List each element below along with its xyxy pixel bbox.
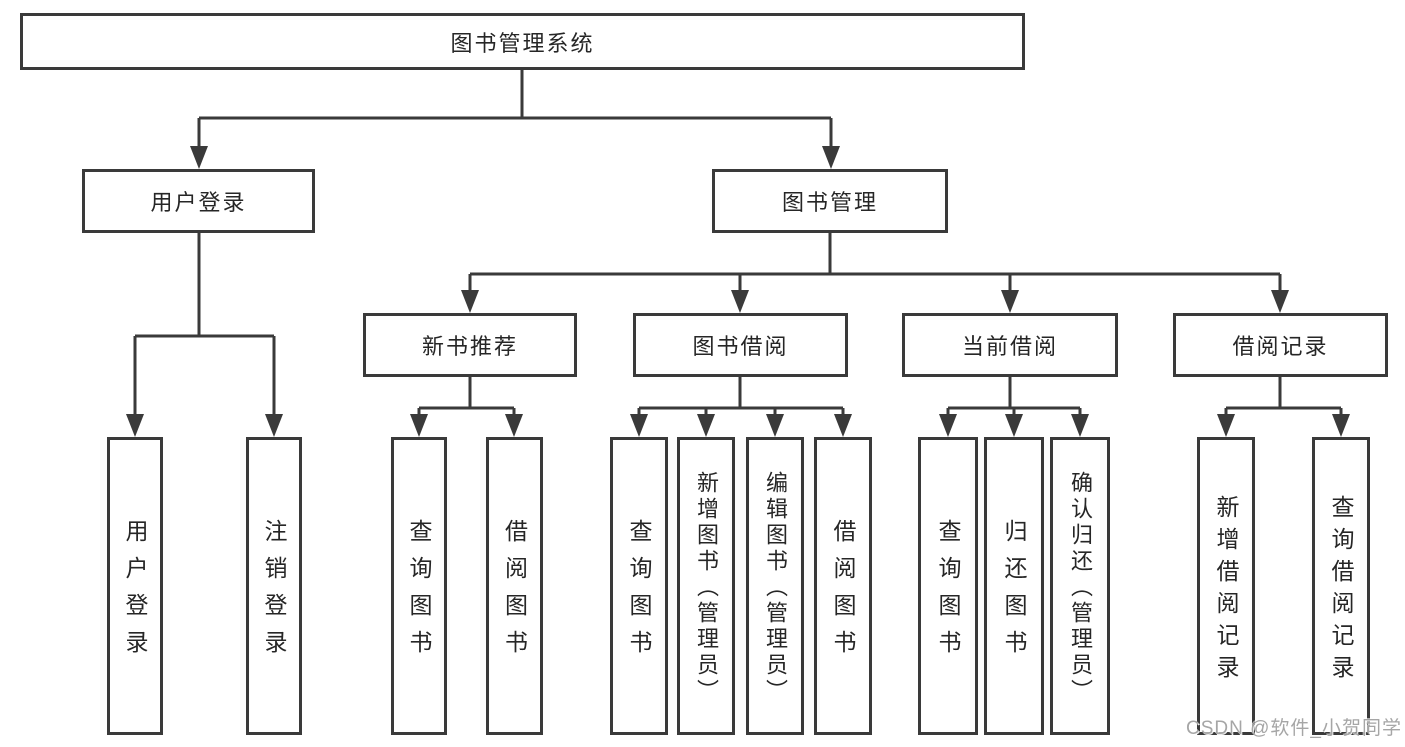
node-user-login: 用户登录: [82, 169, 315, 233]
leaf-borrow-books-recommend: 借阅图书: [486, 437, 543, 735]
leaf-logout: 注销登录: [246, 437, 302, 735]
leaf-add-borrow-record: 新增借阅记录: [1197, 437, 1255, 735]
watermark: CSDN @软件_小贺同学: [1186, 718, 1402, 739]
leaf-query-books-borrowing-label: 查询图书: [626, 519, 652, 667]
leaf-edit-books-admin: 编辑图书（管理员）: [746, 437, 804, 735]
leaf-logout-label: 注销登录: [261, 519, 287, 667]
node-user-login-label: 用户登录: [150, 190, 247, 215]
leaf-user-login-label: 用户登录: [122, 519, 148, 667]
leaf-borrow-books: 借阅图书: [814, 437, 872, 735]
connector-lines: [133, 70, 1343, 416]
node-book-borrowing-label: 图书借阅: [692, 334, 789, 359]
node-book-management-label: 图书管理: [781, 190, 878, 215]
root-node: 图书管理系统: [20, 13, 1025, 70]
leaf-add-books-admin: 新增图书（管理员）: [677, 437, 735, 735]
leaf-return-books-label: 归还图书: [1001, 519, 1027, 667]
leaf-query-books-recommend: 查询图书: [391, 437, 447, 735]
node-current-borrowing-label: 当前借阅: [961, 334, 1058, 359]
leaf-add-borrow-record-label: 新增借阅记录: [1213, 494, 1239, 687]
node-book-management: 图书管理: [712, 169, 948, 233]
leaf-confirm-return-admin: 确认归还（管理员）: [1050, 437, 1110, 735]
leaf-query-books-borrowing: 查询图书: [610, 437, 668, 735]
leaf-query-borrow-record: 查询借阅记录: [1312, 437, 1370, 735]
arrowheads: [126, 146, 1350, 437]
leaf-confirm-return-admin-label: 确认归还（管理员）: [1068, 471, 1093, 705]
leaf-user-login: 用户登录: [107, 437, 163, 735]
node-new-book-recommend: 新书推荐: [363, 313, 577, 377]
node-current-borrowing: 当前借阅: [902, 313, 1118, 377]
leaf-borrow-books-label: 借阅图书: [830, 519, 856, 667]
node-new-book-recommend-label: 新书推荐: [421, 334, 518, 359]
leaf-edit-books-admin-label: 编辑图书（管理员）: [763, 471, 788, 705]
node-book-borrowing: 图书借阅: [633, 313, 848, 377]
leaf-query-books-recommend-label: 查询图书: [406, 519, 432, 667]
leaf-query-books-current: 查询图书: [918, 437, 978, 735]
leaf-query-borrow-record-label: 查询借阅记录: [1328, 494, 1354, 687]
leaf-query-books-current-label: 查询图书: [935, 519, 961, 667]
node-borrowing-records: 借阅记录: [1173, 313, 1388, 377]
node-borrowing-records-label: 借阅记录: [1232, 334, 1329, 359]
leaf-borrow-books-recommend-label: 借阅图书: [501, 519, 528, 667]
leaf-return-books: 归还图书: [984, 437, 1044, 735]
leaf-add-books-admin-label: 新增图书（管理员）: [694, 471, 719, 705]
root-node-label: 图书管理系统: [450, 30, 595, 56]
